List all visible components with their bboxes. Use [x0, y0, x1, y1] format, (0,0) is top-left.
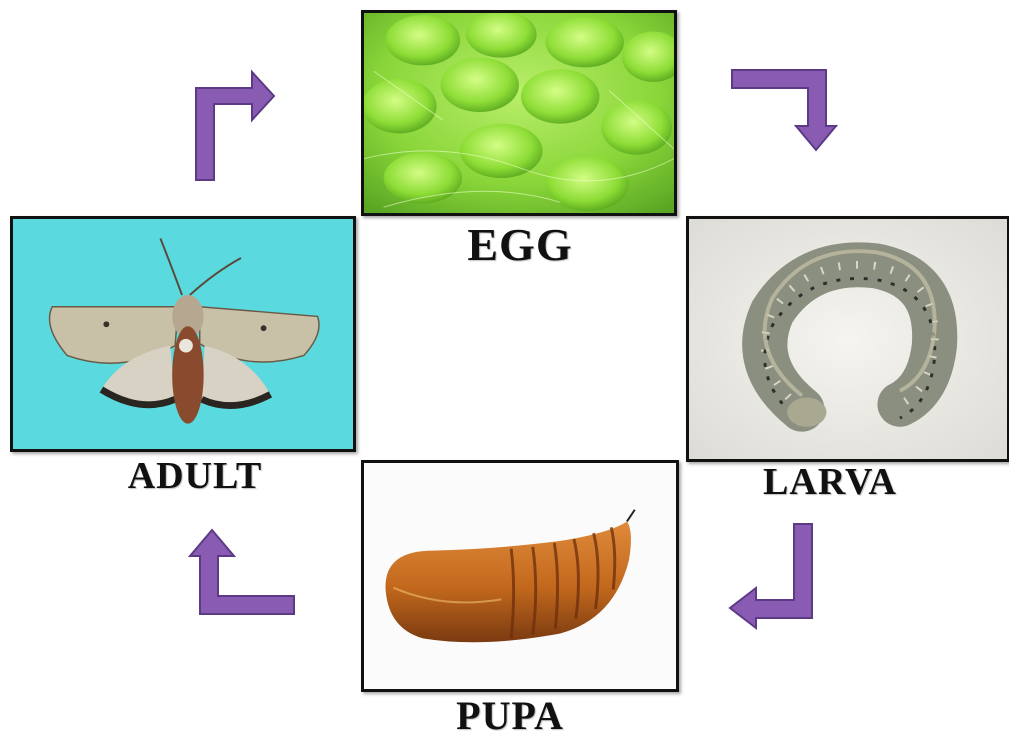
larva-photo: [686, 216, 1009, 462]
egg-label: EGG: [430, 220, 610, 270]
adult-label: ADULT: [100, 454, 290, 498]
adult-photo: [10, 216, 356, 452]
arrow-down-left-icon: [730, 524, 812, 628]
pupa-label: PUPA: [415, 694, 605, 738]
arrow-up-right-icon: [196, 72, 276, 180]
arrow-right-down-icon: [732, 70, 836, 152]
egg-photo: [361, 10, 677, 216]
larva-label: LARVA: [730, 460, 930, 504]
arrow-left-up-icon: [190, 530, 294, 614]
pupa-photo: [361, 460, 679, 692]
